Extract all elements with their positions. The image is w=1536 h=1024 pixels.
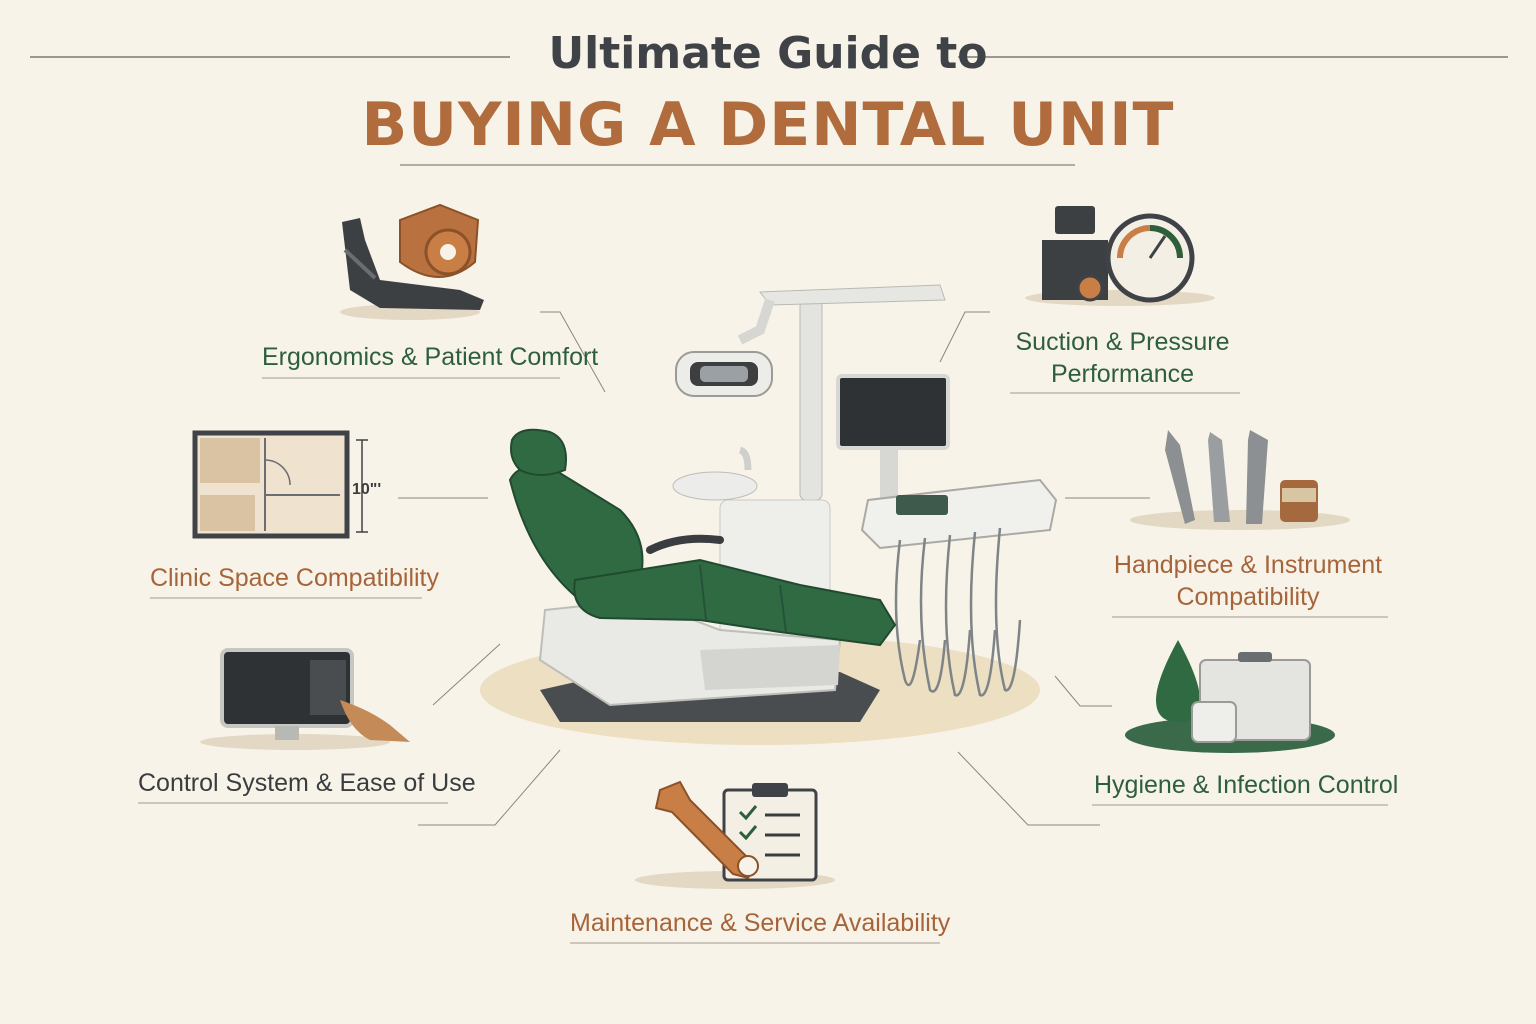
wrench-clipboard-icon <box>635 780 835 889</box>
factor-label-suction-line1: Suction & Pressure <box>1015 328 1230 356</box>
factor-label-handpiece-line2: Compatibility <box>1176 583 1320 611</box>
dimension-label: 10"' <box>352 481 382 498</box>
factor-label-ergonomics: Ergonomics & Patient Comfort <box>262 343 599 371</box>
page-title: BUYING A DENTAL UNIT <box>361 90 1175 160</box>
chair-shield-gear-icon <box>340 203 484 320</box>
touch-monitor-icon <box>200 648 410 750</box>
droplet-sterilizer-icon <box>1125 640 1335 753</box>
factor-label-handpiece-line1: Handpiece & Instrument <box>1113 551 1383 579</box>
subtitle: Ultimate Guide to <box>548 28 988 79</box>
factor-label-clinic-space: Clinic Space Compatibility <box>150 564 440 592</box>
factor-label-control-system: Control System & Ease of Use <box>138 769 476 797</box>
factor-label-maintenance: Maintenance & Service Availability <box>570 909 951 937</box>
floor-plan-icon <box>192 430 368 539</box>
factor-label-hygiene: Hygiene & Infection Control <box>1094 771 1399 799</box>
factor-label-suction-line2: Performance <box>1050 360 1195 388</box>
suction-gauge-icon <box>1025 206 1215 306</box>
factor-label-handpiece: Handpiece & Instrument Compatibility <box>1100 549 1396 613</box>
handpieces-icon <box>1130 430 1350 530</box>
factor-label-suction: Suction & Pressure Performance <box>1000 326 1245 390</box>
